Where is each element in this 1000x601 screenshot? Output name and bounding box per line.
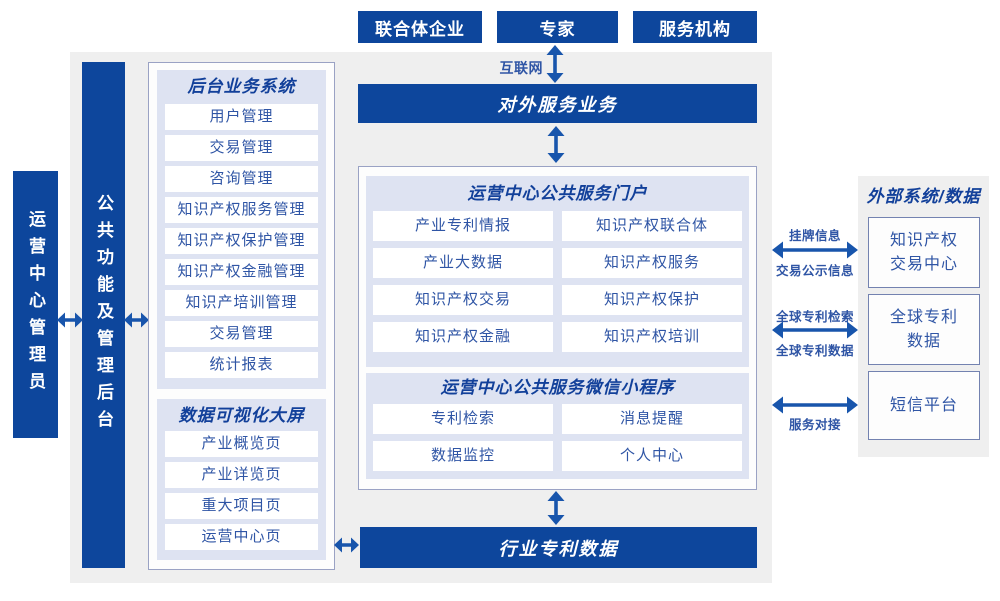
portal-row: 产业专利情报 知识产权联合体 <box>366 211 749 241</box>
portal-item: 知识产权保护 <box>562 285 742 315</box>
dashboard-title: 数据可视化大屏 <box>178 406 305 425</box>
actor-box-service-orgs: 服务机构 <box>633 11 757 43</box>
external-link-arrow-sms <box>772 396 858 414</box>
back-system-item: 知识产权金融管理 <box>165 259 318 285</box>
miniprogram-item: 个人中心 <box>562 441 742 471</box>
external-link-arrow-patent <box>772 321 858 339</box>
internet-label: 互联网 <box>499 60 543 76</box>
arrow-dashboard-industry <box>334 537 359 553</box>
miniprogram-item: 专利检索 <box>373 404 553 434</box>
back-system-item: 知识产权保护管理 <box>165 228 318 254</box>
back-system-item: 交易管理 <box>165 321 318 347</box>
back-system-item: 知识产权服务管理 <box>165 197 318 223</box>
miniprogram-title: 运营中心公共服务微信小程序 <box>440 378 675 397</box>
dashboard-section: 数据可视化大屏 产业概览页 产业详览页 重大项目页 运营中心页 <box>157 399 326 560</box>
admin-rail: 运营中心管理员 <box>13 171 58 438</box>
industry-data-bar: 行业专利数据 <box>360 527 757 568</box>
link-label-global-patent-search: 全球专利检索 <box>775 310 854 324</box>
portal-row: 产业大数据 知识产权服务 <box>366 248 749 278</box>
service-portal-arrow <box>547 126 565 163</box>
internet-arrow <box>546 45 564 83</box>
portal-row: 知识产权交易 知识产权保护 <box>366 285 749 315</box>
external-title: 外部系统/数据 <box>866 187 981 206</box>
portal-item: 知识产权金融 <box>373 322 553 352</box>
link-label-global-patent-data: 全球专利数据 <box>775 344 854 358</box>
external-link-arrow-trade <box>772 241 858 259</box>
portal-item: 知识产权交易 <box>373 285 553 315</box>
miniprogram-item: 消息提醒 <box>562 404 742 434</box>
miniprogram-row: 专利检索 消息提醒 <box>366 404 749 434</box>
portal-item: 知识产权培训 <box>562 322 742 352</box>
back-system-item: 统计报表 <box>165 352 318 378</box>
portal-row: 知识产权金融 知识产权培训 <box>366 322 749 352</box>
portal-industry-arrow <box>547 491 565 525</box>
arrow-backend-panel <box>124 312 149 328</box>
arrow-admin-backend <box>57 312 83 328</box>
back-system-item: 用户管理 <box>165 104 318 130</box>
external-system-box-global-patent: 全球专利 数据 <box>868 294 980 365</box>
portal-section: 运营中心公共服务门户 产业专利情报 知识产权联合体 产业大数据 知识产权服务 知… <box>366 176 749 367</box>
back-system-item: 咨询管理 <box>165 166 318 192</box>
dashboard-item: 运营中心页 <box>165 524 318 550</box>
link-label-service-docking: 服务对接 <box>788 418 841 432</box>
back-system-item: 知识产培训管理 <box>165 290 318 316</box>
link-label-trade-publicity: 交易公示信息 <box>775 264 854 278</box>
actor-box-consortium: 联合体企业 <box>358 11 482 43</box>
actor-box-experts: 专家 <box>497 11 618 43</box>
portal-item: 产业大数据 <box>373 248 553 278</box>
miniprogram-section: 运营中心公共服务微信小程序 专利检索 消息提醒 数据监控 个人中心 <box>366 373 749 479</box>
miniprogram-row: 数据监控 个人中心 <box>366 441 749 471</box>
link-label-listing-info: 挂牌信息 <box>788 229 841 243</box>
portal-item: 产业专利情报 <box>373 211 553 241</box>
back-system-section: 后台业务系统 用户管理 交易管理 咨询管理 知识产权服务管理 知识产权保护管理 … <box>157 70 326 389</box>
external-system-box-trade-center: 知识产权 交易中心 <box>868 217 980 288</box>
portal-title: 运营中心公共服务门户 <box>467 184 648 203</box>
miniprogram-item: 数据监控 <box>373 441 553 471</box>
portal-item: 知识产权联合体 <box>562 211 742 241</box>
dashboard-item: 产业详览页 <box>165 462 318 488</box>
external-system-box-sms: 短信平台 <box>868 371 980 440</box>
back-system-title: 后台业务系统 <box>187 77 296 96</box>
portal-item: 知识产权服务 <box>562 248 742 278</box>
external-service-bar: 对外服务业务 <box>358 84 757 123</box>
dashboard-item: 产业概览页 <box>165 431 318 457</box>
back-system-item: 交易管理 <box>165 135 318 161</box>
backend-rail: 公共功能及管理后台 <box>82 62 125 568</box>
dashboard-item: 重大项目页 <box>165 493 318 519</box>
